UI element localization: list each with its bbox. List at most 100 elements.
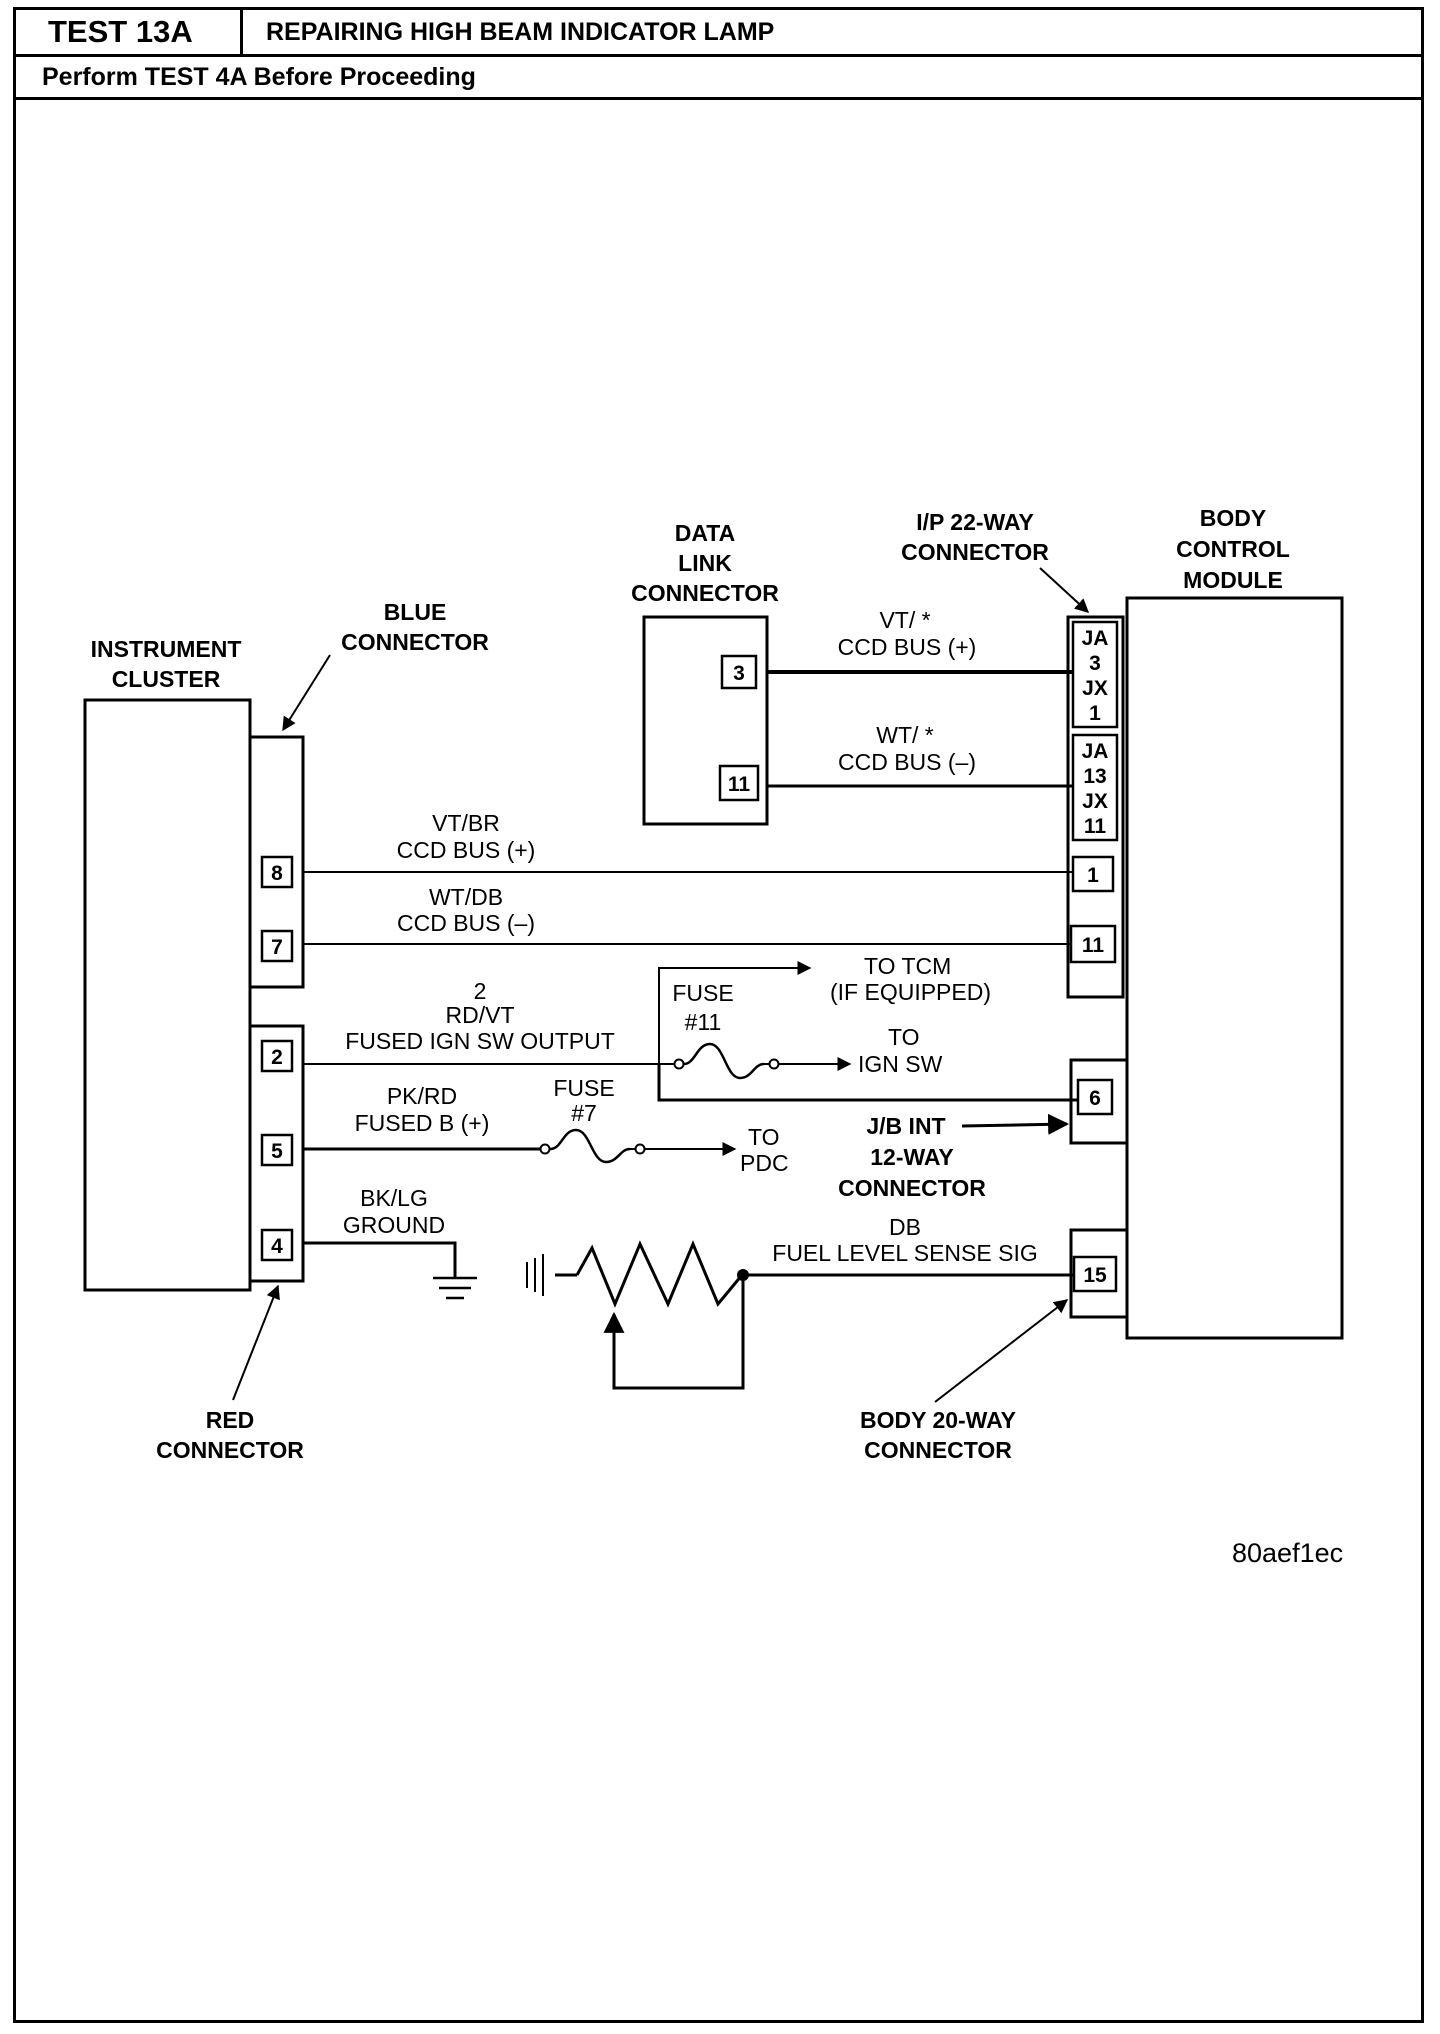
cluster-pin-5-box [260, 1133, 294, 1167]
red-connector-label-2: CONNECTOR [156, 1437, 304, 1463]
vt-star-label-1: VT/ * [879, 607, 930, 633]
to-tcm-label-2: (IF EQUIPPED) [830, 979, 991, 1005]
bcm-pin-15: 15 [1083, 1264, 1107, 1287]
dlc-pin-11: 11 [728, 773, 751, 796]
jb-connector-arrow [961, 1113, 1070, 1135]
fuse7-element [549, 1128, 631, 1164]
fuel-sender-wiper [603, 1275, 745, 1390]
instrument-cluster-label-2: CLUSTER [112, 666, 221, 692]
to-pdc-label-1: TO [748, 1124, 780, 1150]
ip-connector-label-2: CONNECTOR [901, 539, 1049, 565]
ign-to-bcm-wire [657, 1064, 1078, 1102]
data-link-connector-box [642, 615, 769, 826]
instrument-cluster-label-1: INSTRUMENT [91, 636, 242, 662]
fuse7-terminal-left [539, 1143, 551, 1155]
vt-star-label-2: CCD BUS (+) [838, 634, 977, 660]
cluster-pin-7: 7 [271, 936, 283, 959]
fuse11-label-2: #11 [685, 1009, 722, 1035]
vt-br-label-2: CCD BUS (+) [397, 837, 536, 863]
bcm-pin-1-box [1071, 855, 1115, 893]
ip-connector-label-1: I/P 22-WAY [916, 509, 1034, 535]
wt-star-label-1: WT/ * [876, 722, 934, 748]
ip-pin-a-1: JA [1082, 627, 1109, 650]
cluster-pin-2: 2 [271, 1046, 283, 1069]
fuse11-element [683, 1042, 765, 1080]
blue-connector-label-2: CONNECTOR [341, 629, 489, 655]
ip-pin-b-4: 11 [1084, 815, 1107, 838]
vt-br-label-1: VT/BR [432, 810, 500, 836]
bcm-label-3: MODULE [1183, 567, 1283, 593]
jb-label-1: J/B INT [866, 1113, 945, 1139]
ip-pin-a-2: 3 [1089, 652, 1101, 675]
body-20way-arrow [934, 1299, 1069, 1403]
to-tcm-wire [658, 961, 812, 1064]
fuse7-terminal-right [634, 1143, 646, 1155]
ip-pin-b-1: JA [1082, 740, 1109, 763]
rd-vt-label-3: FUSED IGN SW OUTPUT [345, 1028, 615, 1054]
ip-connector-arrow [1039, 567, 1090, 613]
bk-lg-label-2: GROUND [343, 1212, 445, 1238]
blue-connector-label-1: BLUE [384, 599, 447, 625]
blue-connector-box [248, 735, 305, 989]
pk-rd-label-2: FUSED B (+) [355, 1110, 490, 1136]
dlc-label-2: LINK [678, 550, 732, 576]
dlc-label-3: CONNECTOR [631, 580, 779, 606]
jb-label-2: 12-WAY [870, 1144, 954, 1170]
red-connector-box [248, 1024, 305, 1283]
pk-rd-label-1: PK/RD [387, 1083, 457, 1109]
bcm-pin-1: 1 [1087, 864, 1099, 887]
red-connector-label-1: RED [206, 1407, 255, 1433]
to-ign-label-1: TO [888, 1024, 920, 1050]
fuse11-terminal-right [768, 1058, 780, 1070]
rd-vt-label-1: 2 [474, 978, 487, 1004]
figure-code: 80aef1ec [1232, 1538, 1343, 1568]
red-connector-arrow [232, 1284, 280, 1401]
cluster-pin-8: 8 [271, 862, 283, 885]
cluster-pin-4-box [260, 1228, 294, 1262]
wt-star-label-2: CCD BUS (–) [838, 749, 976, 775]
wt-db-label-1: WT/DB [429, 884, 503, 910]
dlc-pin-11-box [718, 764, 760, 802]
prerequisite-note: Perform TEST 4A Before Proceeding [13, 54, 1424, 100]
bk-lg-label-1: BK/LG [360, 1185, 428, 1211]
to-ign-label-2: IGN SW [858, 1051, 943, 1077]
cluster-pin-2-box [260, 1039, 294, 1073]
body-control-module-box [1125, 596, 1344, 1340]
fuse11-terminal-left [673, 1058, 685, 1070]
cluster-pin-5: 5 [271, 1140, 283, 1163]
dlc-pin-3-box [720, 654, 758, 690]
to-pdc-label-2: PDC [740, 1150, 789, 1176]
ip-pin-b-2: 13 [1083, 765, 1106, 788]
bcm-pin-6-box [1076, 1078, 1114, 1116]
bcm-label-2: CONTROL [1176, 536, 1290, 562]
cluster-pin-4: 4 [271, 1235, 283, 1258]
body-20way-label-2: CONNECTOR [864, 1437, 1012, 1463]
ip-pin-a-4: 1 [1089, 702, 1101, 725]
bk-lg-wire [303, 1241, 457, 1278]
bcm-pin-6: 6 [1089, 1087, 1101, 1110]
ip-pin-b-3: JX [1082, 790, 1108, 813]
dlc-label-1: DATA [675, 520, 735, 546]
blue-connector-arrow [282, 654, 331, 732]
ip-22way-connector-box [1066, 615, 1125, 999]
dlc-pin-3: 3 [733, 662, 745, 685]
cluster-pin-7-box [260, 929, 294, 963]
bcm-pin-11: 11 [1082, 934, 1105, 957]
fuel-sender-resistor [575, 1240, 744, 1308]
fuse7-label-1: FUSE [553, 1075, 614, 1101]
bcm-label-1: BODY [1200, 505, 1266, 531]
cluster-pin-8-box [260, 855, 294, 889]
jb-label-3: CONNECTOR [838, 1175, 986, 1201]
rd-vt-label-2: RD/VT [446, 1002, 515, 1028]
ip-pin-a-3: JX [1082, 677, 1108, 700]
to-tcm-label-1: TO TCM [864, 953, 951, 979]
db-label-2: FUEL LEVEL SENSE SIG [772, 1240, 1037, 1266]
fuse7-label-2: #7 [571, 1100, 597, 1126]
db-label-1: DB [889, 1214, 921, 1240]
wt-db-label-2: CCD BUS (–) [397, 910, 535, 936]
body-20way-label-1: BODY 20-WAY [860, 1407, 1016, 1433]
ip-pin-a-box [1071, 620, 1119, 729]
fuse11-label-1: FUSE [672, 980, 733, 1006]
instrument-cluster-box [83, 698, 252, 1292]
